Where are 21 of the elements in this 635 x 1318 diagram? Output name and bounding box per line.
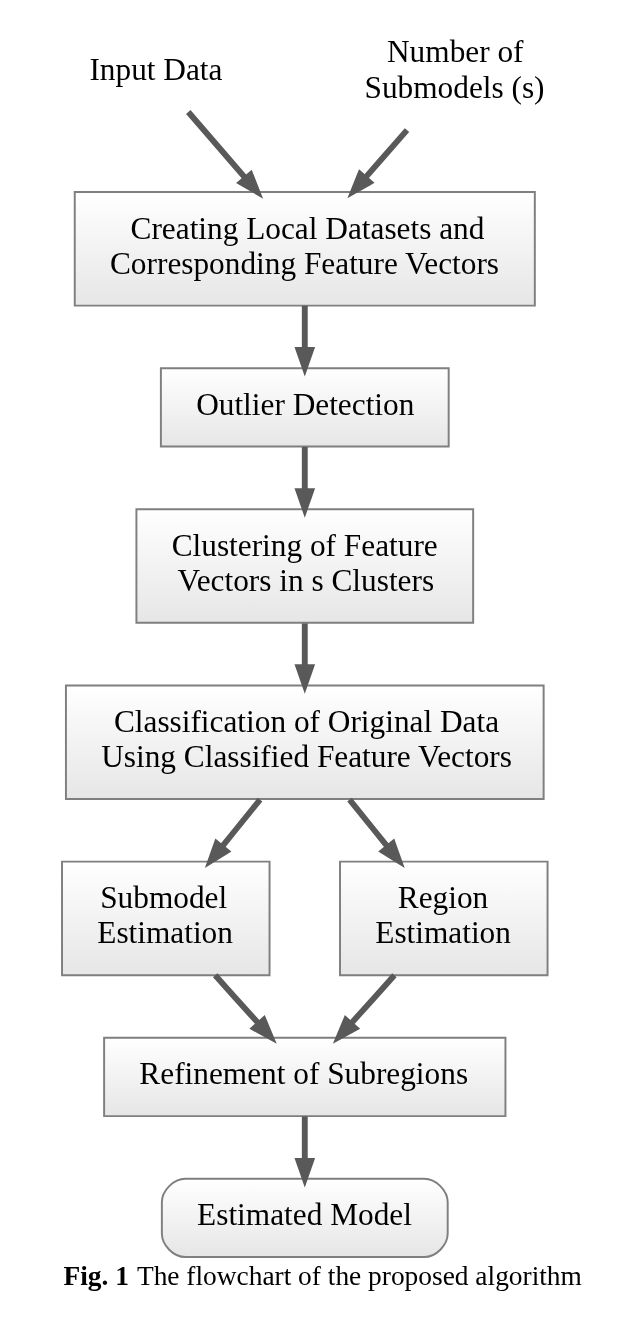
arrow [185,110,263,199]
arrow [294,1116,315,1188]
node-box: Region Estimation [338,860,549,977]
node-text: Number of Submodels (s) [364,34,545,105]
node-box: Refinement of Subregions [102,1036,506,1118]
node-text: Input Data [88,52,222,88]
caption: Fig. 1 The flowchart of the proposed algorithm [62,1260,582,1291]
arrow [294,623,315,694]
node-box: Submodel Estimation [60,860,271,977]
node-box: Outlier Detection [159,367,450,448]
arrow [294,446,315,518]
arrow [212,973,277,1044]
arrow [332,973,397,1044]
node-box: Estimated Model [160,1177,449,1259]
node-box: Clustering of Feature Vectors in s Clusters [134,508,474,624]
arrow [294,305,315,377]
node-box: Creating Local Datasets and Corresponding Feature Vectors [73,191,536,307]
arrow [346,797,405,868]
arrow [204,797,262,868]
arrow [346,128,409,199]
node-box: Classification of Original Data Using Classified Feature Vectors [64,684,545,800]
